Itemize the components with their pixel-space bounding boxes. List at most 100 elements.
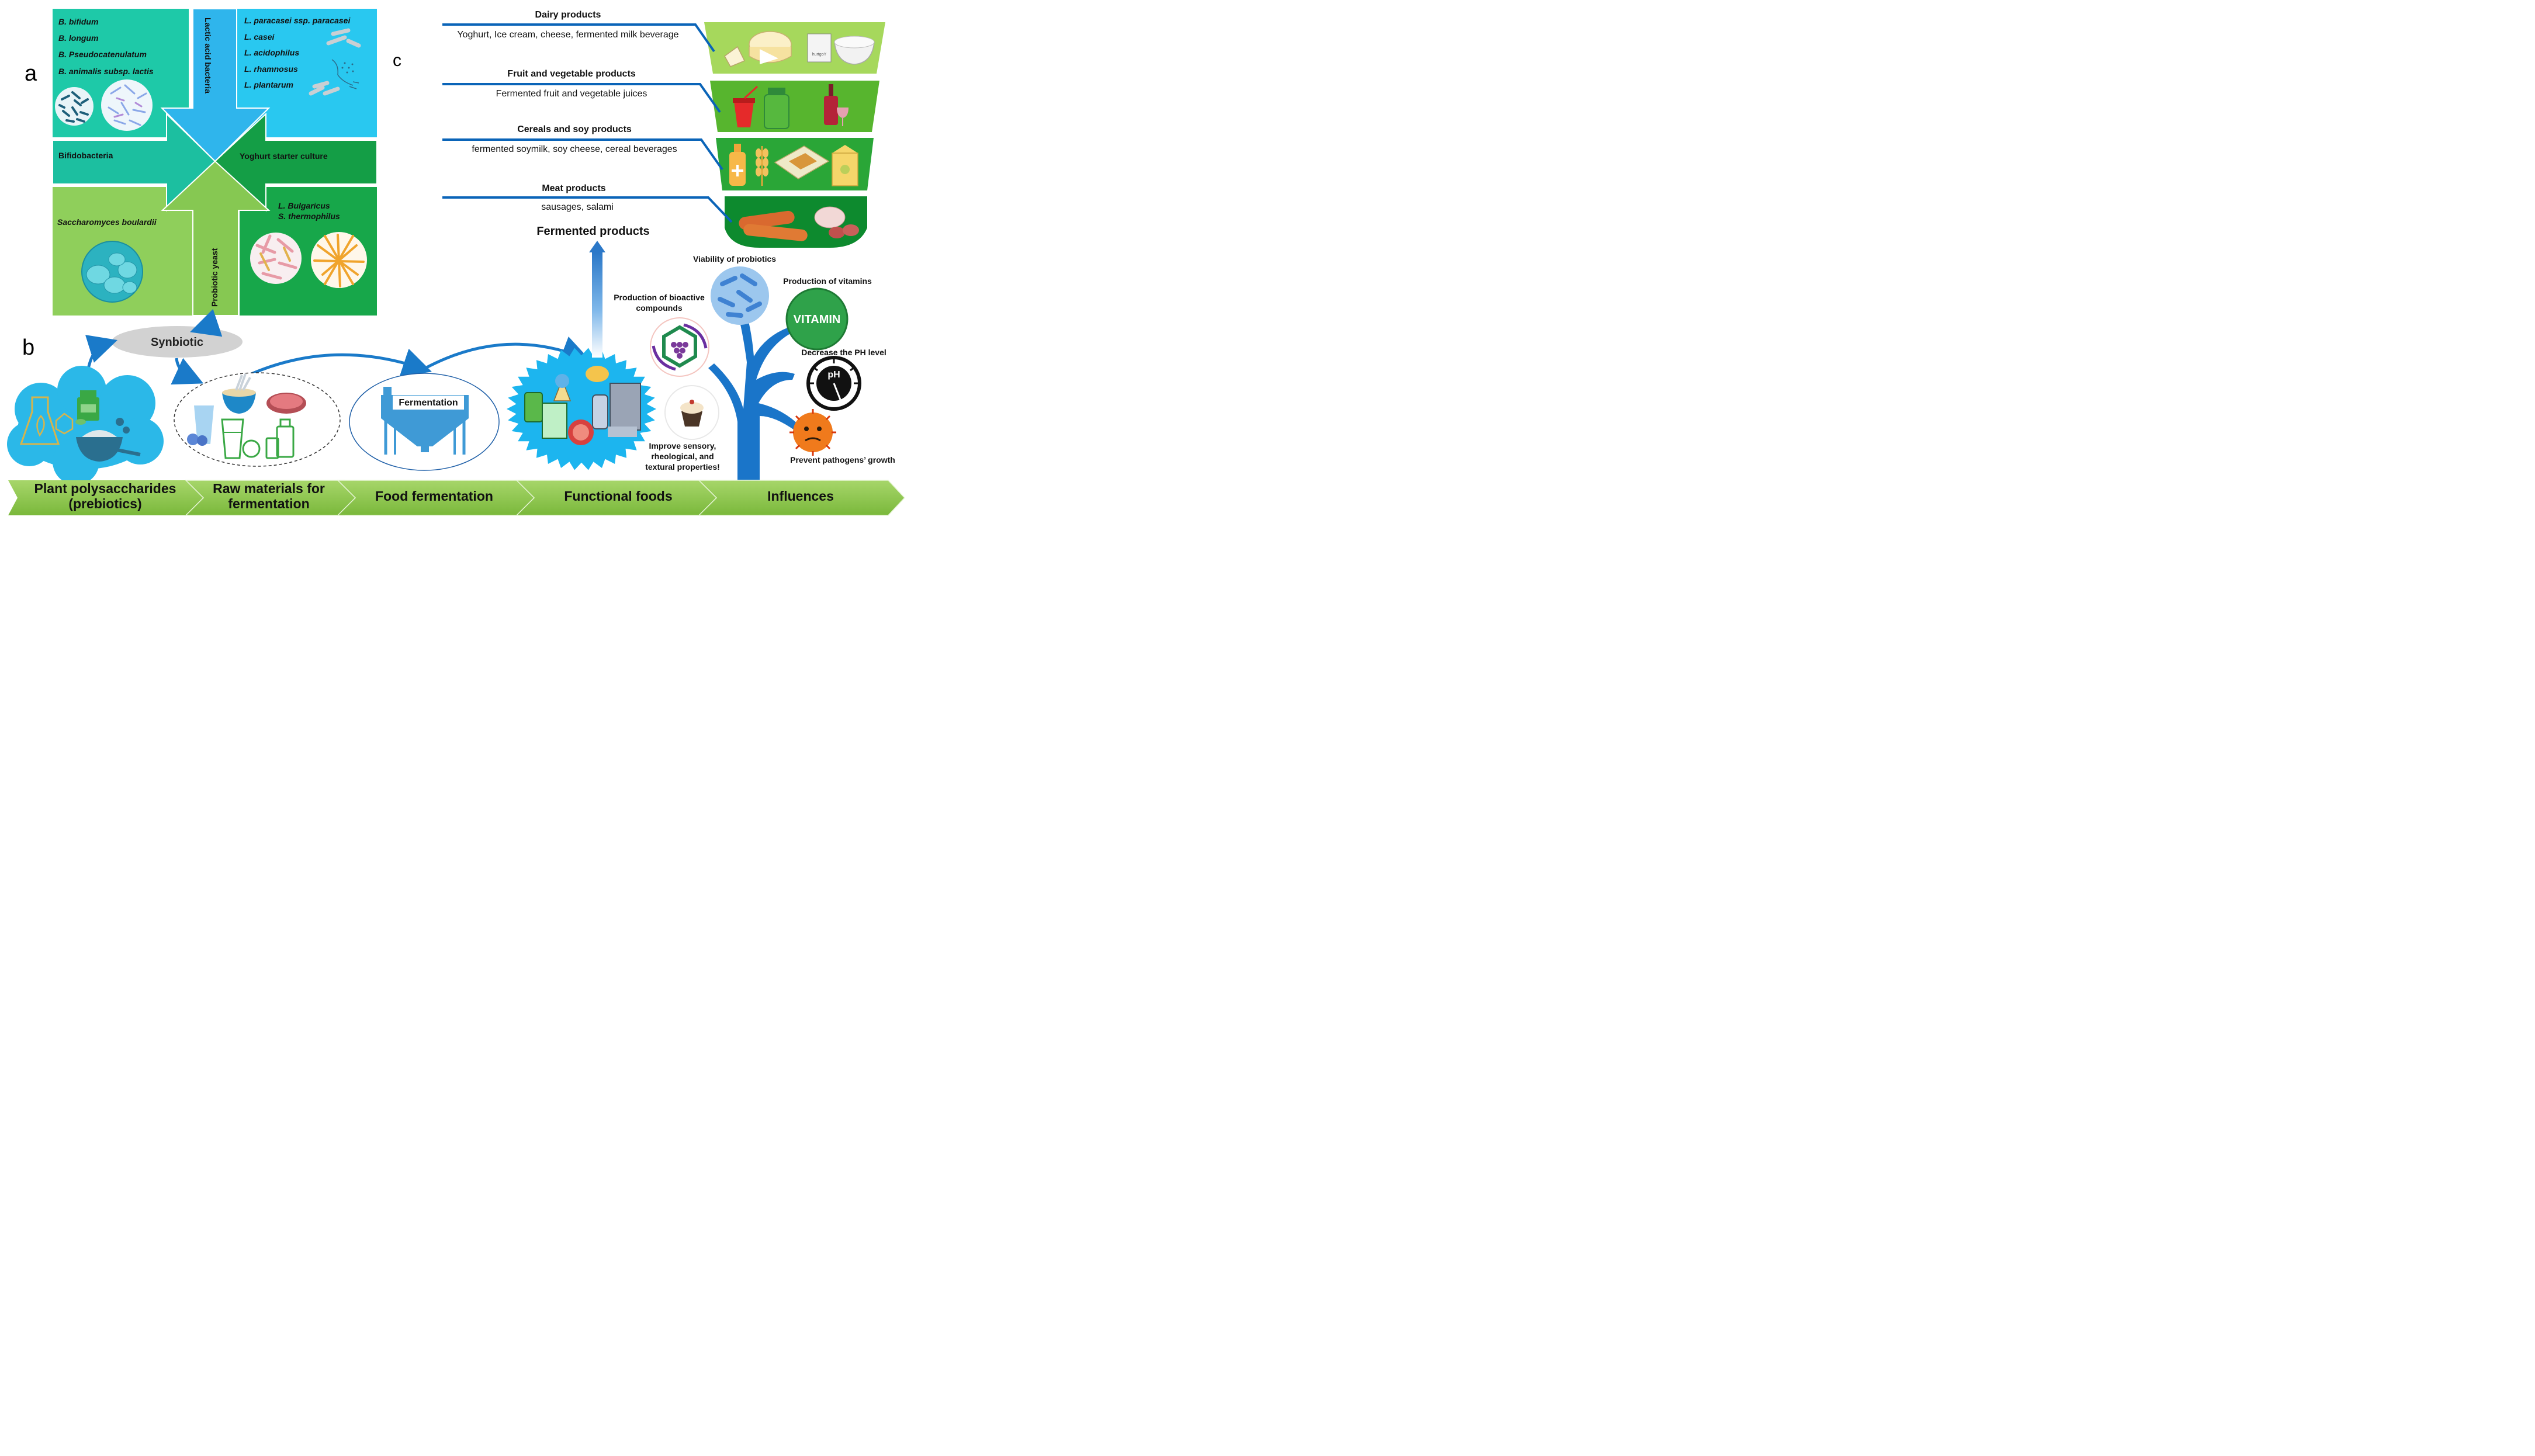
panel-a: a Lactic acid bacteria Bifidobacteria Yo…	[25, 8, 378, 316]
tier-dairy	[704, 22, 885, 74]
yogurt-bowl-icon	[834, 36, 875, 65]
grain-bowl-icon	[222, 373, 256, 414]
influence-sensory-line-0: Improve sensory,	[649, 441, 716, 450]
functional-foods-icons	[524, 366, 641, 445]
product-items-3: sausages, salami	[541, 202, 614, 212]
product-category-3: Meat products	[542, 183, 605, 193]
starter-micrograph-orange	[311, 232, 367, 288]
connector-meat	[442, 196, 733, 223]
stage-label-0-line-0: Plant polysaccharides	[34, 481, 176, 496]
powder-bowl-icon	[76, 418, 141, 462]
species-starter-1: S. thermophilus	[278, 212, 340, 221]
panel-label-b: b	[22, 335, 34, 360]
flow-arrow-a-to-synbiotic	[190, 308, 223, 337]
milk-bottle-icon	[265, 418, 295, 459]
cheese-icon	[724, 31, 792, 67]
stage-label-1-line-0: Raw materials for	[213, 481, 325, 496]
panel-c: c Fermented products Dairy products Yogh…	[393, 10, 885, 248]
influences-tree	[708, 303, 801, 480]
bioactive-compounds-icon	[650, 317, 709, 377]
bifido-micrograph-dark	[55, 87, 93, 126]
flow-arrow-synbiotic-to-raw	[171, 358, 204, 385]
influence-ph: Decrease the PH level	[801, 348, 886, 357]
species-bifido-0: B. bifidum	[58, 17, 98, 26]
salami-icon	[814, 206, 859, 238]
arrow-label-lactic: Lactic acid bacteria	[203, 18, 213, 93]
species-yeast: Saccharomyces boulardii	[57, 217, 157, 227]
soy-bottle-icon	[729, 144, 746, 186]
stage-bar	[8, 480, 906, 516]
panel-b: b Synbiotic	[7, 241, 906, 516]
species-bifido-3: B. animalis subsp. lactis	[58, 67, 154, 76]
arrow-probiotic-yeast	[161, 160, 271, 316]
flask-leaf-icon	[19, 396, 74, 445]
connector-dairy	[442, 23, 715, 53]
species-bifido-2: B. Pseudocatenulatum	[58, 50, 147, 59]
prebiotics-cloud	[7, 366, 164, 485]
panel-label-c: c	[393, 51, 401, 70]
species-lab-2: L. acidophilus	[244, 48, 299, 57]
product-items-0: Yoghurt, Ice cream, cheese, fermented mi…	[457, 30, 678, 40]
flow-arrow-fermentation-to-functional	[424, 337, 591, 370]
fermentation-tank-label: Fermentation	[399, 398, 458, 408]
wine-bottle-icon	[824, 84, 849, 126]
sausage-icon	[739, 210, 808, 241]
influence-sensory-line-2: textural properties!	[645, 462, 720, 472]
bifido-micrograph-light	[101, 79, 153, 131]
species-lab-4: L. plantarum	[244, 80, 293, 89]
product-category-1: Fruit and vegetable products	[507, 69, 636, 79]
stage-label-2: Food fermentation	[375, 488, 493, 504]
influence-bioactive-line-1: compounds	[636, 303, 683, 313]
influence-pathogens: Prevent pathogens’ growth	[790, 455, 895, 464]
species-lab-0: L. paracasei ssp. paracasei	[244, 16, 351, 25]
meat-icon	[266, 393, 306, 414]
vitamin-badge-label: VITAMIN	[794, 313, 841, 326]
pathogen-icon	[789, 409, 836, 456]
diagram-canvas: a Lactic acid bacteria Bifidobacteria Yo…	[7, 8, 906, 516]
fermented-products-title: Fermented products	[536, 225, 649, 238]
arrow-label-bifido: Bifidobacteria	[58, 151, 113, 160]
arrow-label-yeast: Probiotic yeast	[210, 248, 219, 307]
ph-badge-label: pH	[827, 370, 840, 380]
connector-cereal-soy	[442, 138, 723, 171]
influence-vitamins: Production of vitamins	[783, 276, 872, 286]
panel-label-a: a	[25, 61, 37, 86]
supplement-bottle-icon	[75, 390, 99, 425]
stage-chevron-0	[8, 480, 210, 515]
stage-label-4: Influences	[767, 488, 834, 504]
product-category-2: Cereals and soy products	[517, 124, 632, 134]
figure: a Lactic acid bacteria Bifidobacteria Yo…	[0, 0, 912, 524]
arrow-to-fermented-products	[589, 241, 605, 358]
arrow-lactic-acid-bacteria	[160, 8, 271, 162]
milk-glass-icon	[221, 418, 261, 459]
influence-sensory-line-1: rheological, and	[651, 452, 714, 461]
juice-cup-icon	[733, 85, 759, 127]
arrow-label-yoghurt: Yoghurt starter culture	[240, 151, 328, 161]
species-starter-0: L. Bulgaricus	[278, 201, 330, 210]
yeast-micrograph	[81, 241, 143, 303]
product-items-1: Fermented fruit and vegetable juices	[496, 89, 647, 99]
stage-label-0-line-1: (prebiotics)	[68, 496, 141, 511]
synbiotic-label: Synbiotic	[151, 336, 203, 349]
product-items-2: fermented soymilk, soy cheese, cereal be…	[472, 144, 677, 154]
flow-arrow-raw-to-fermentation	[251, 348, 432, 377]
soymilk-carton-icon	[832, 145, 858, 186]
viability-bacteria-icon	[711, 266, 769, 325]
cereal-bar-icon	[774, 145, 830, 179]
yogurt-box-label: hurtgoY	[812, 53, 827, 57]
yogurt-box-icon	[807, 33, 832, 63]
species-bifido-1: B. longum	[58, 33, 98, 43]
connector-fruit-veg	[442, 83, 721, 113]
product-category-0: Dairy products	[535, 10, 601, 20]
water-glass-icon	[187, 405, 214, 446]
species-lab-3: L. rhamnosus	[244, 64, 298, 74]
fermentation-tank-icon	[381, 387, 469, 455]
wheat-icon	[756, 146, 768, 186]
functional-foods-burst	[507, 348, 656, 470]
stage-label-1-line-1: fermentation	[228, 496, 309, 511]
starter-micrograph-pink	[250, 233, 302, 284]
stage-label-3: Functional foods	[564, 488, 672, 504]
influence-bioactive-line-0: Production of bioactive	[614, 293, 705, 302]
ph-gauge-icon	[806, 356, 861, 411]
cupcake-icon	[664, 385, 719, 440]
